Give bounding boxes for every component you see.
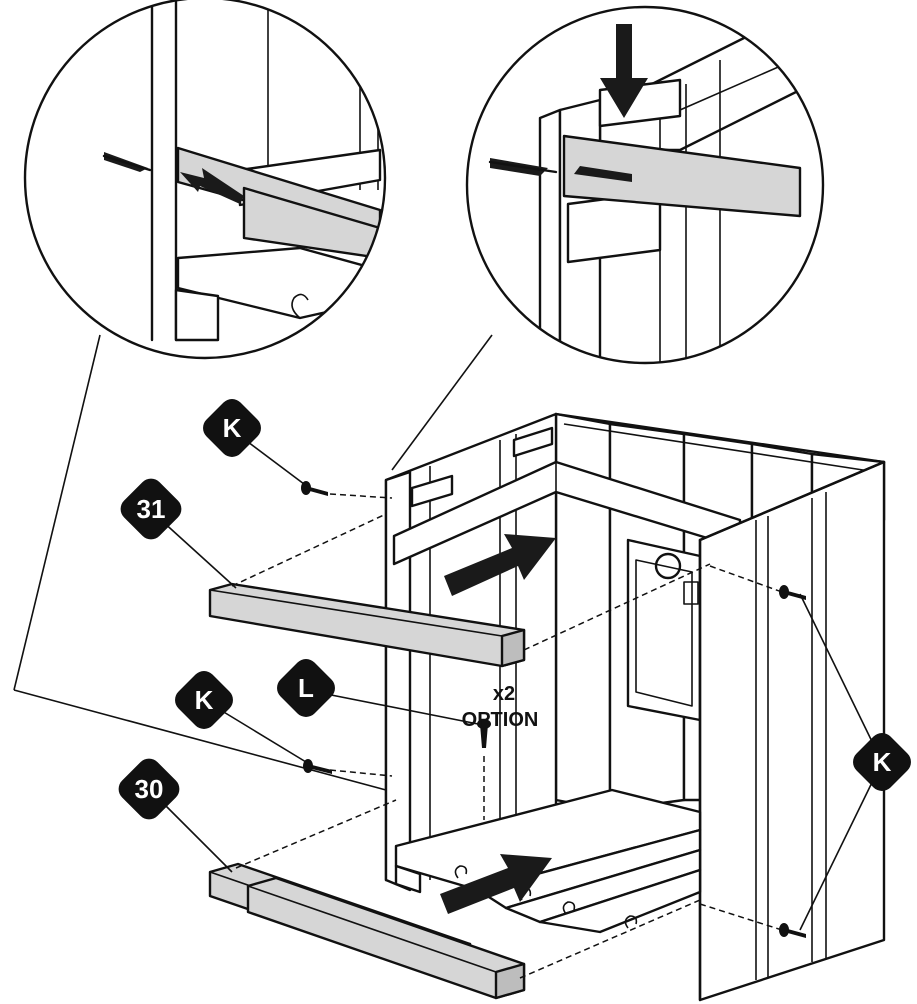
option-note: OPTION bbox=[462, 709, 539, 731]
badge-31-label: 31 bbox=[137, 494, 166, 524]
badge-k-middle-label: K bbox=[195, 685, 214, 715]
badge-31: 31 bbox=[120, 478, 182, 540]
badge-k-right: K bbox=[853, 733, 911, 791]
insert-arrow-lower bbox=[440, 854, 552, 914]
badge-k-top: K bbox=[203, 399, 261, 457]
badge-l-label: L bbox=[298, 673, 314, 703]
badge-30: 30 bbox=[118, 758, 180, 820]
badge-k-right-label: K bbox=[873, 747, 892, 777]
screw-k-right-upper bbox=[779, 585, 806, 600]
badge-30-label: 30 bbox=[135, 774, 164, 804]
badge-k-middle: K bbox=[175, 671, 233, 729]
quantity-note: x2 bbox=[493, 683, 515, 705]
screw-k-right-lower bbox=[779, 923, 806, 938]
detail-view-right bbox=[465, 5, 825, 365]
detail-view-left bbox=[23, 0, 387, 360]
badge-l: L bbox=[277, 659, 335, 717]
part-30-boards bbox=[208, 862, 526, 1000]
insert-arrow-upper bbox=[444, 534, 556, 596]
badge-k-top-label: K bbox=[223, 413, 242, 443]
screw-k-upper-left bbox=[301, 481, 328, 496]
screw-l-vertical bbox=[477, 719, 491, 748]
